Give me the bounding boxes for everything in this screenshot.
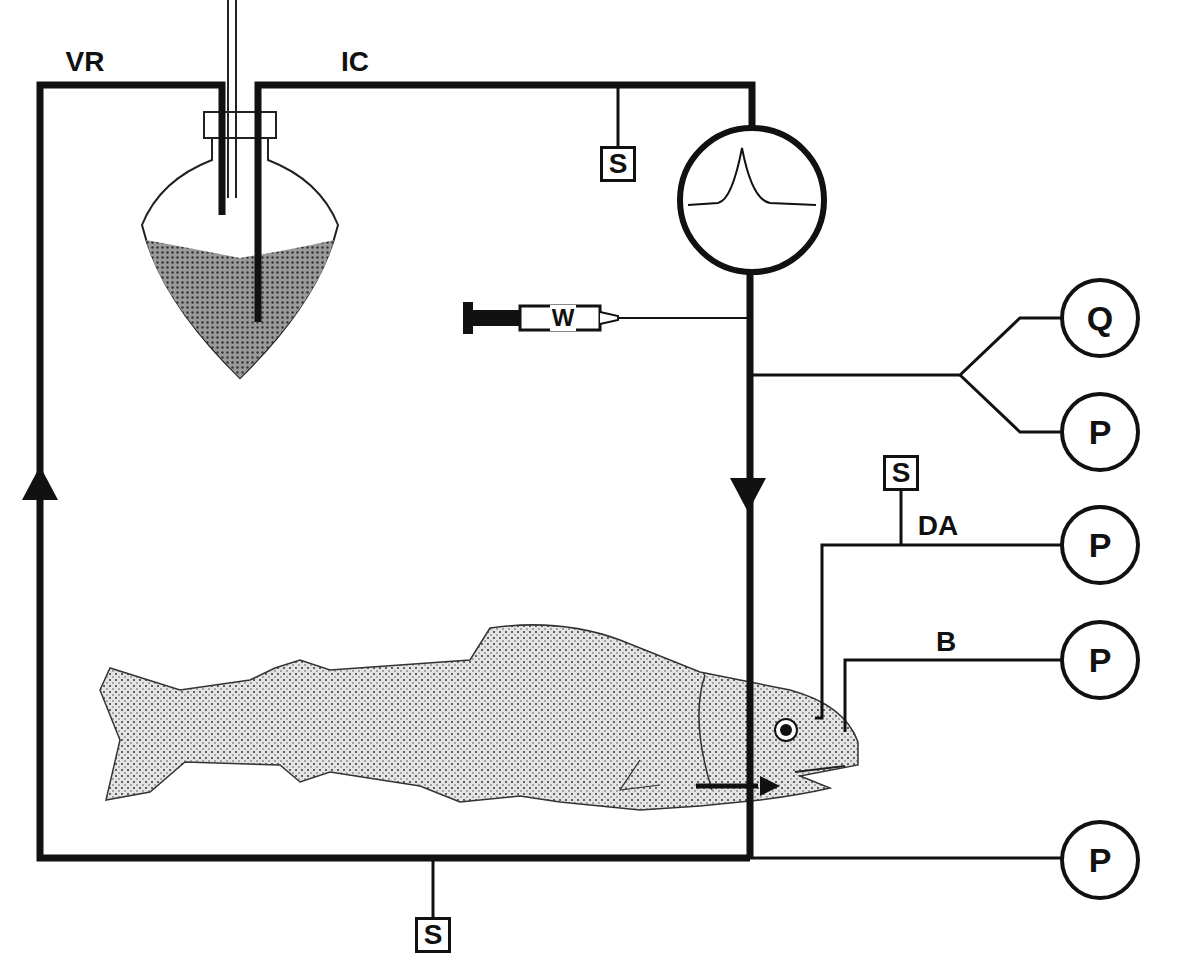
plunger-head [463,302,473,334]
flow-line [750,318,1062,375]
outflow-pressure-line [750,857,1062,860]
transducer-circle: P [1060,620,1140,700]
part-label: VR [66,48,105,76]
sample-port-line [432,858,435,920]
transducer-circle: P [1060,820,1140,900]
reservoir-flask [142,0,338,378]
transducer-circle: Q [1060,278,1140,358]
sample-port-line [900,487,903,545]
syringe-tip [600,312,618,324]
fish [100,625,858,810]
venous-return-tube [40,85,750,858]
pulse-wave [688,148,816,205]
flow-arrow [22,466,58,500]
node-label: S [892,459,911,487]
cannula [696,784,758,789]
pressure-line [960,375,1062,432]
fish-pupil [780,724,792,736]
transducer-circle: P [1060,505,1140,585]
perfusate [146,240,334,378]
part-label: DA [916,511,960,541]
sensor-lines [433,85,1062,920]
syringe [463,302,748,334]
gas-tube [235,0,237,198]
pump [680,128,824,272]
node-label: P [1089,643,1112,677]
pectoral-fin [620,760,660,790]
flow-arrow [730,478,766,512]
arterial-line [747,272,754,858]
sample-port-box: S [883,455,919,491]
gill-cover [699,675,712,790]
transducer-circle: P [1060,392,1140,472]
part-label: W [550,305,577,331]
fish-mouth [795,766,845,772]
tubing [40,85,758,858]
needle [618,317,748,319]
sample-port-box: S [415,917,451,953]
sample-port-box: S [600,146,636,182]
flask-stopper [204,112,276,138]
node-label: P [1089,415,1112,449]
fish-eye [775,719,797,741]
node-label: P [1089,528,1112,562]
node-label: P [1089,843,1112,877]
dorsal-aorta-line [815,545,1062,718]
node-label: Q [1087,301,1113,335]
flow-arrow [760,776,780,796]
node-label: S [424,921,443,949]
part-label: IC [341,48,369,76]
syringe-barrel [520,306,600,330]
sample-port-line [617,85,620,150]
part-label: B [934,627,958,657]
node-label: S [609,150,628,178]
gas-tube [227,0,229,198]
flask-outline [142,120,338,378]
fish-body [100,625,858,810]
buccal-line [845,660,1062,732]
